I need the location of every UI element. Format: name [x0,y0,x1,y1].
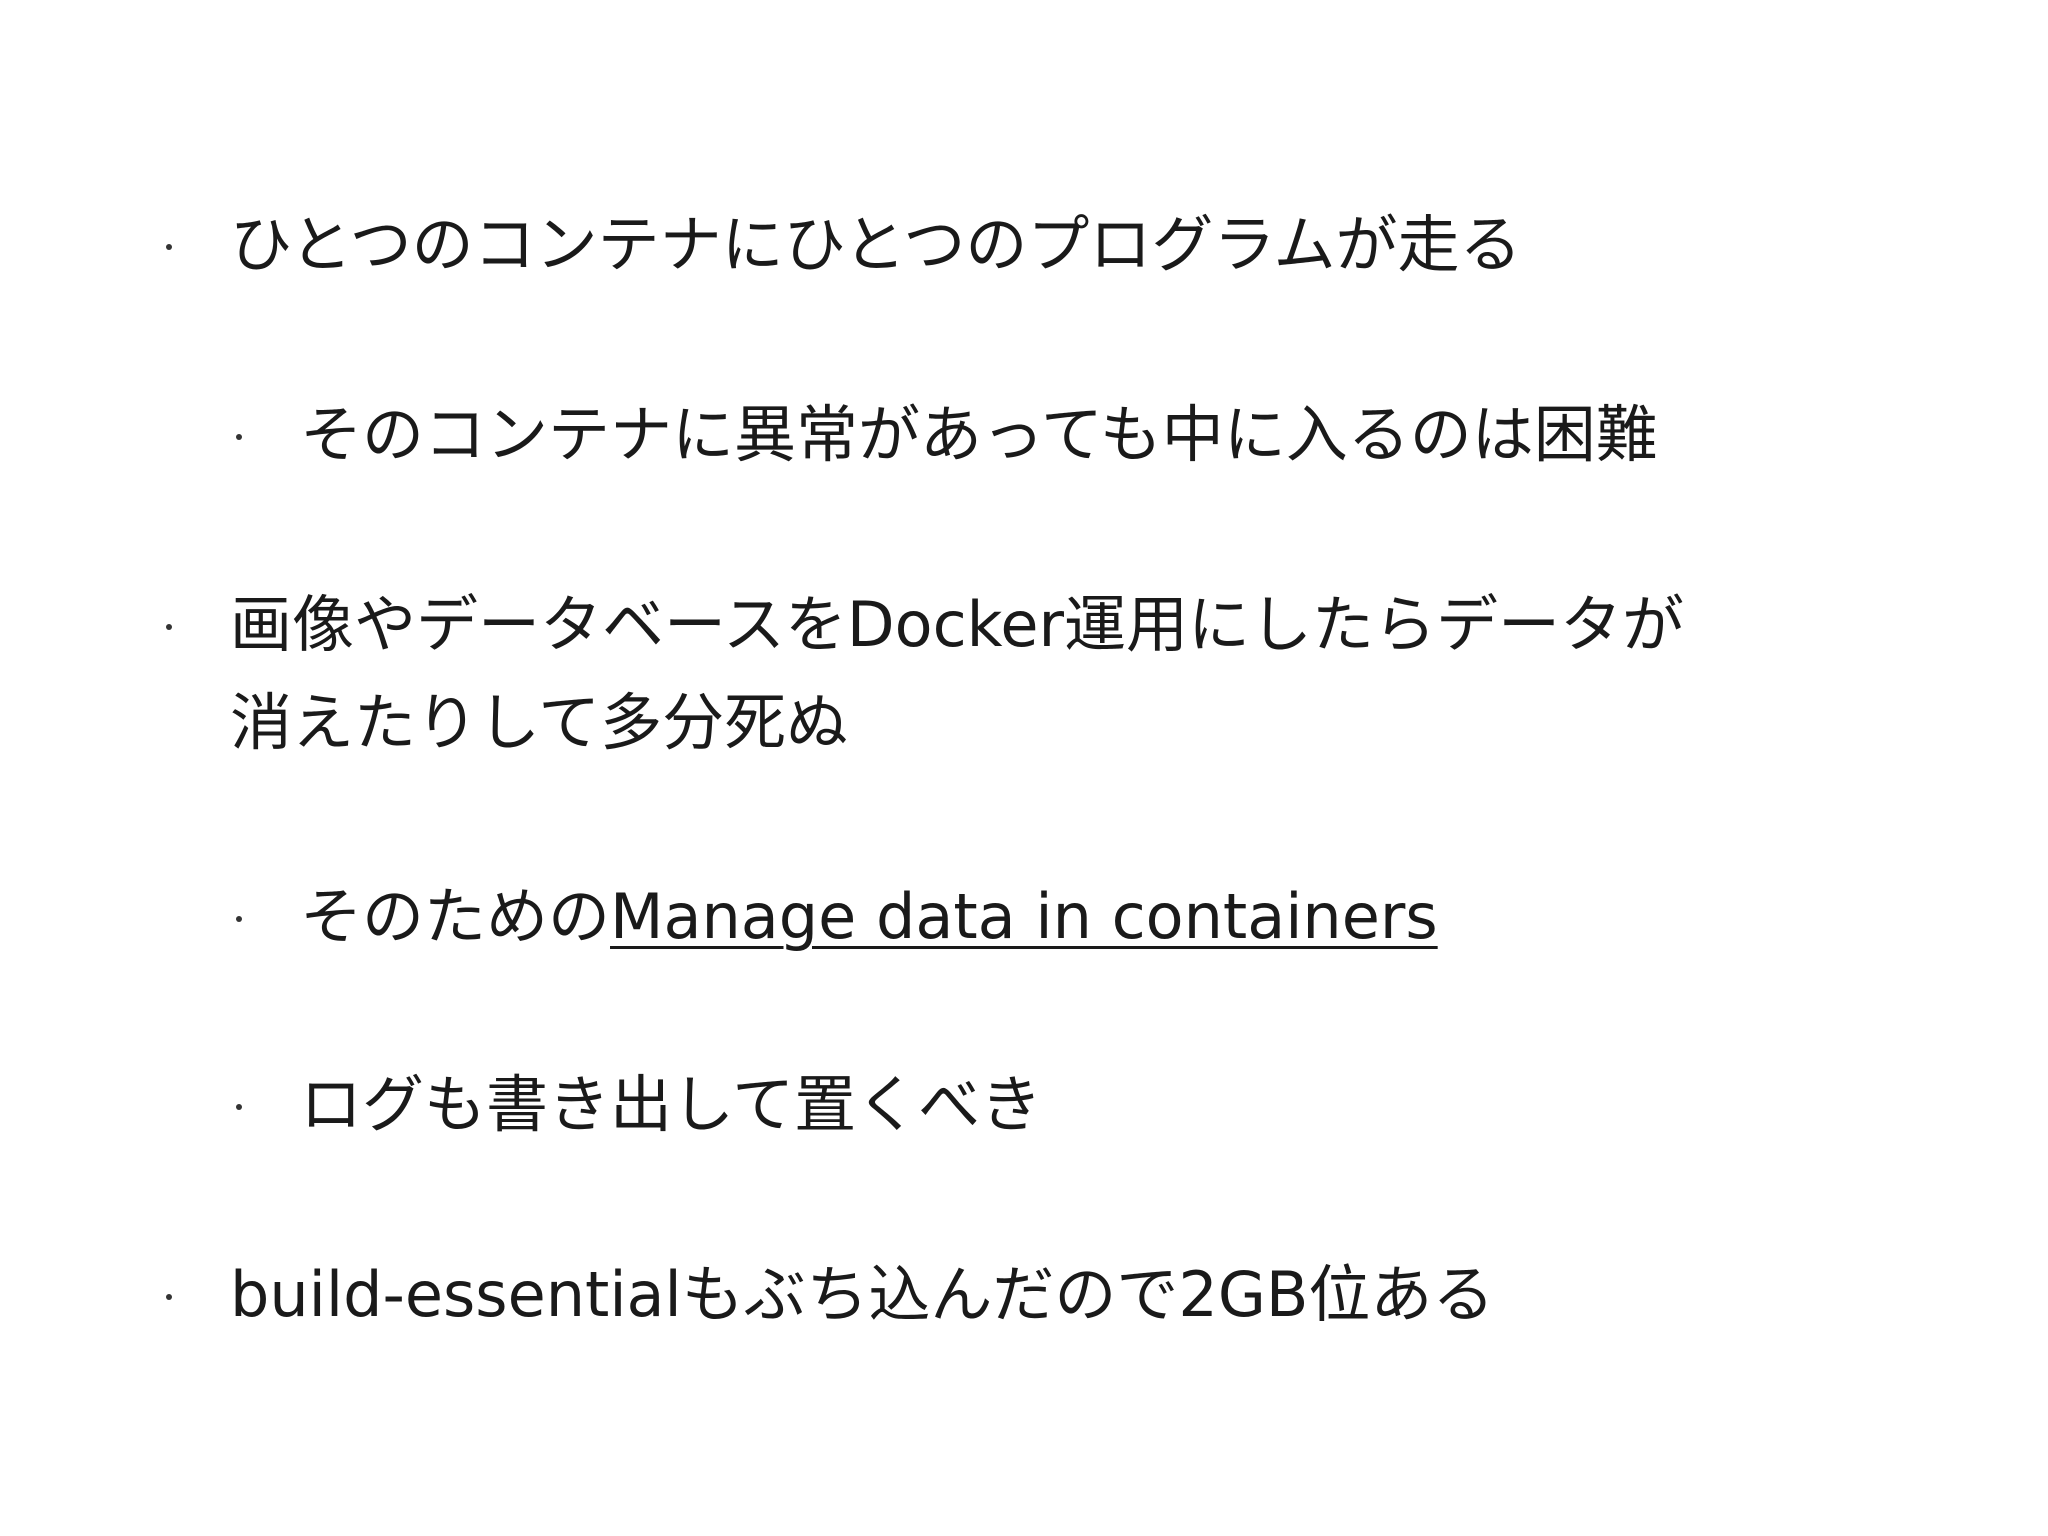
bullet-dot [236,1104,242,1110]
bullet-text: ログも書き出して置くべき [300,1068,1043,1141]
bullet-text-prefix: そのための [300,880,611,953]
bullet-text: build-essentialもぶち込んだので2GB位ある [230,1258,1495,1331]
bullet-dot [166,1294,172,1300]
bullet-item: 画像やデータベースをDocker運用にしたらデータが 消えたりして多分死ぬ [166,576,1684,772]
bullet-dot [236,916,242,922]
bullet-dot [166,624,172,630]
bullet-text-line-1: 画像やデータベースをDocker運用にしたらデータが [230,588,1684,661]
sub-bullet-item: ログも書き出して置くべき [236,1056,1043,1154]
bullet-dot [166,244,172,250]
bullet-dot [236,434,242,440]
sub-bullet-item: そのコンテナに異常があっても中に入るのは困難 [236,386,1658,484]
bullet-text: ひとつのコンテナにひとつのプログラムが走る [230,208,1522,281]
manage-data-link[interactable]: Manage data in containers [610,880,1438,953]
sub-bullet-item: そのためのManage data in containers [236,868,1438,966]
bullet-text: そのコンテナに異常があっても中に入るのは困難 [300,398,1658,471]
bullet-text-line-2: 消えたりして多分死ぬ [230,686,849,759]
bullet-item: build-essentialもぶち込んだので2GB位ある [166,1246,1495,1344]
bullet-item: ひとつのコンテナにひとつのプログラムが走る [166,196,1522,294]
